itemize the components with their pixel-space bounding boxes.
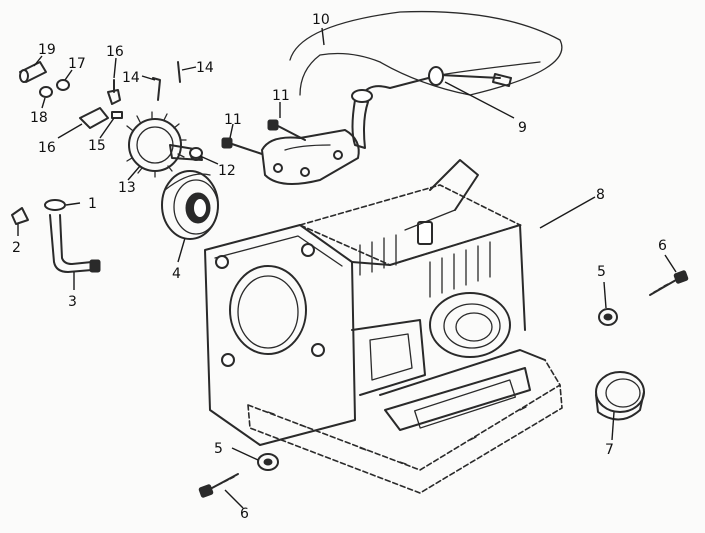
- leader-lines: [17, 27, 677, 509]
- oil-tube-3: [49, 214, 101, 273]
- governor-washer-15: [111, 111, 123, 119]
- ball-bearing: [161, 170, 219, 240]
- callout-labels: 1 2 3 4 5 5 6 6 7 8 9 10 11 11 12 13 14 …: [12, 12, 667, 522]
- callout-16-upper: 16: [106, 44, 124, 60]
- governor-arm-16-upper: [107, 79, 121, 105]
- bolt-6-bottom: [198, 473, 239, 498]
- callout-11-left: 11: [224, 112, 242, 128]
- bolt-6-right: [649, 270, 689, 296]
- callout-6-right: 6: [658, 238, 667, 254]
- callout-5-right: 5: [597, 264, 606, 280]
- callout-5-bottom: 5: [214, 441, 223, 457]
- governor-shaft-19: [19, 61, 47, 83]
- callout-11-upper: 11: [272, 88, 290, 104]
- callout-17: 17: [68, 56, 86, 72]
- callout-1: 1: [88, 196, 97, 212]
- callout-16-lower: 16: [38, 140, 56, 156]
- governor-pin-right: [177, 61, 181, 83]
- crankcase: [204, 159, 563, 494]
- callout-10: 10: [312, 12, 330, 28]
- breather-cover: [261, 10, 563, 185]
- governor-arm-16-lower: [79, 107, 109, 129]
- governor-pin-left: [152, 77, 161, 101]
- bearing-cup-7: [595, 371, 645, 421]
- callout-12: 12: [218, 163, 236, 179]
- bolt-11-upper: [267, 119, 306, 141]
- callout-18: 18: [30, 110, 48, 126]
- callout-3: 3: [68, 294, 77, 310]
- callout-14-left: 14: [122, 70, 140, 86]
- clip-18: [39, 86, 53, 98]
- callout-14-right: 14: [196, 60, 214, 76]
- oil-clip-2: [11, 207, 29, 225]
- governor-gear: [126, 111, 203, 178]
- washer-12: [189, 147, 203, 159]
- callout-2: 2: [12, 240, 21, 256]
- callout-8: 8: [596, 187, 605, 203]
- callout-4: 4: [172, 266, 181, 282]
- callout-13: 13: [118, 180, 136, 196]
- bolt-11-left: [221, 137, 263, 155]
- callout-15: 15: [88, 138, 106, 154]
- callout-19: 19: [38, 42, 56, 58]
- callout-6-bottom: 6: [240, 506, 249, 522]
- callout-9: 9: [518, 120, 527, 136]
- oil-gasket-1: [44, 199, 66, 211]
- callout-7: 7: [605, 442, 614, 458]
- oil-seal-5-right: [598, 308, 618, 326]
- oil-seal-5-bottom: [257, 453, 279, 471]
- washer-17: [56, 79, 70, 91]
